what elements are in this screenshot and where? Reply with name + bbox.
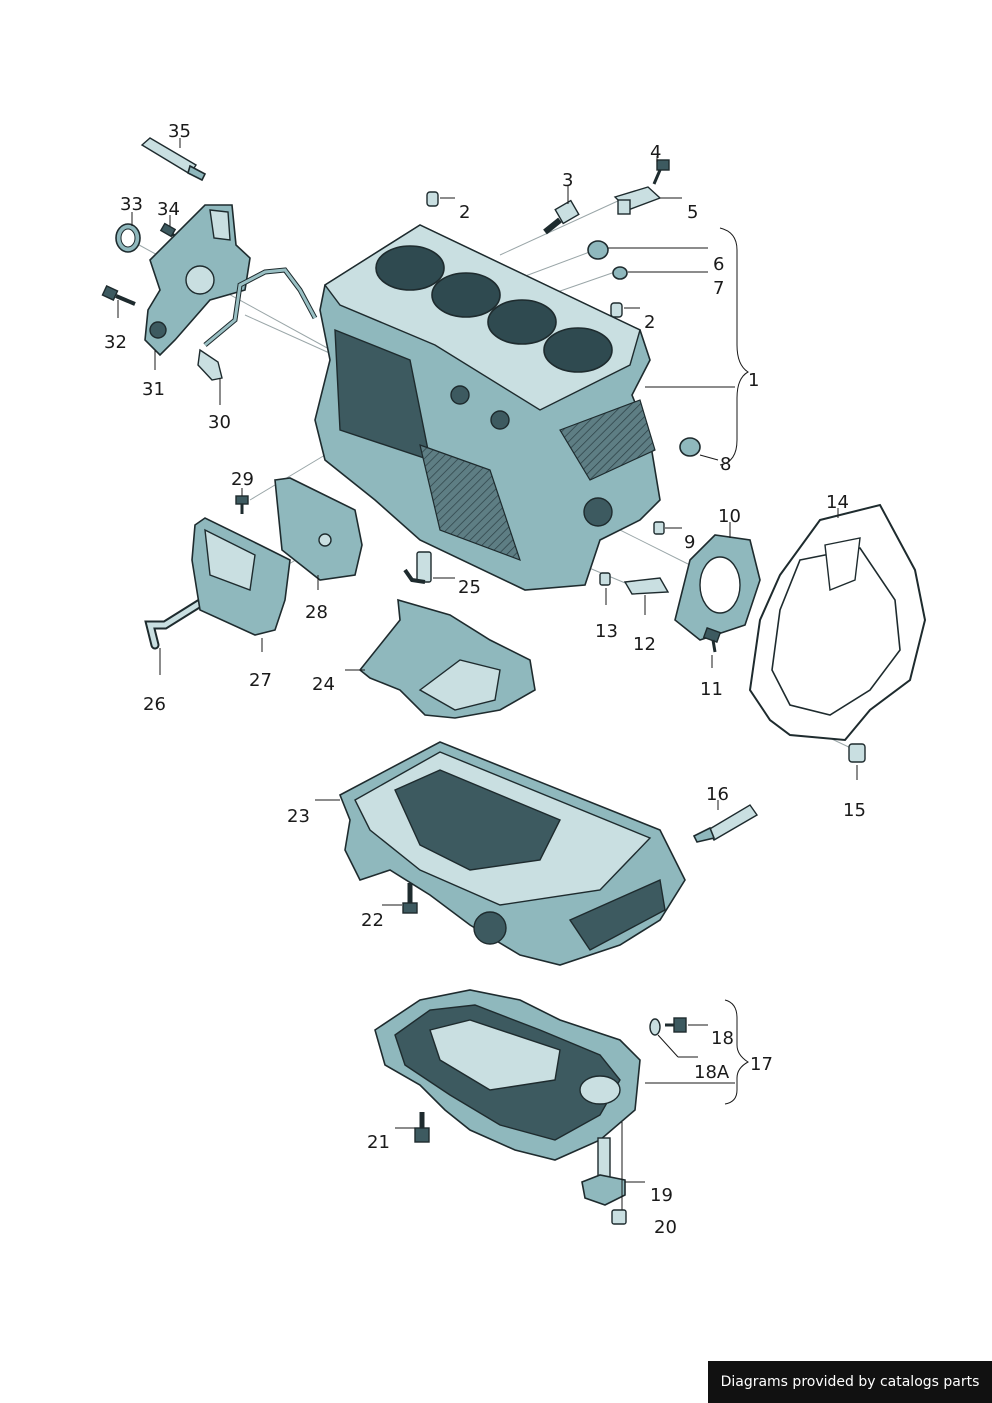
sealant-tube-16[interactable] bbox=[692, 804, 759, 843]
drain-plug-18[interactable] bbox=[665, 1017, 687, 1033]
label-23: 23 bbox=[287, 806, 310, 827]
sleeve-15[interactable] bbox=[848, 743, 866, 763]
lower-oil-pan-17[interactable] bbox=[374, 989, 641, 1161]
label-19: 19 bbox=[650, 1185, 673, 1206]
label-22: 22 bbox=[361, 910, 384, 931]
pin-13[interactable] bbox=[599, 572, 611, 586]
label-4: 4 bbox=[650, 142, 661, 163]
sensor-12[interactable] bbox=[623, 577, 670, 595]
nut-20[interactable] bbox=[611, 1209, 627, 1225]
seal-ring-18a[interactable] bbox=[649, 1018, 661, 1036]
label-3: 3 bbox=[562, 170, 573, 191]
seal-ring-33[interactable] bbox=[115, 223, 141, 253]
oil-spray-jet-25[interactable] bbox=[403, 551, 432, 584]
label-7: 7 bbox=[713, 278, 724, 299]
timing-cover-31[interactable] bbox=[144, 204, 251, 357]
gasket-30[interactable] bbox=[197, 267, 318, 381]
label-27: 27 bbox=[249, 670, 272, 691]
label-18a: 18A bbox=[694, 1062, 730, 1083]
upper-oil-pan-23[interactable] bbox=[338, 741, 686, 966]
label-2-mid: 2 bbox=[644, 312, 655, 333]
label-1: 1 bbox=[748, 370, 759, 391]
oil-level-sensor-19[interactable] bbox=[581, 1137, 626, 1206]
bolt-21[interactable] bbox=[414, 1112, 430, 1143]
leader-lines bbox=[117, 138, 858, 1210]
label-17: 17 bbox=[750, 1054, 773, 1075]
cylinder-block-1[interactable] bbox=[314, 224, 661, 591]
bolt-29[interactable] bbox=[235, 495, 249, 514]
label-9: 9 bbox=[684, 532, 695, 553]
credit-banner: Diagrams provided by catalogs parts bbox=[708, 1361, 992, 1403]
label-13: 13 bbox=[595, 621, 618, 642]
label-5: 5 bbox=[687, 202, 698, 223]
label-28: 28 bbox=[305, 602, 328, 623]
label-26: 26 bbox=[143, 694, 166, 715]
label-25: 25 bbox=[458, 577, 481, 598]
intermediate-plate-14[interactable] bbox=[748, 503, 927, 742]
breather-pipe-26[interactable] bbox=[144, 595, 210, 650]
bolt-4[interactable] bbox=[652, 159, 670, 185]
label-32: 32 bbox=[104, 332, 127, 353]
cover-28[interactable] bbox=[274, 477, 363, 581]
sealing-plug-8[interactable] bbox=[679, 437, 701, 457]
label-10: 10 bbox=[718, 506, 741, 527]
sleeve-9[interactable] bbox=[653, 521, 665, 535]
label-35: 35 bbox=[168, 121, 191, 142]
bolt-22[interactable] bbox=[402, 883, 418, 914]
label-20: 20 bbox=[654, 1217, 677, 1238]
label-6: 6 bbox=[713, 254, 724, 275]
oil-separator-27[interactable] bbox=[191, 517, 291, 636]
label-8: 8 bbox=[720, 454, 731, 475]
label-31: 31 bbox=[142, 379, 165, 400]
label-21: 21 bbox=[367, 1132, 390, 1153]
bolt-11[interactable] bbox=[702, 627, 722, 653]
label-2-top: 2 bbox=[459, 202, 470, 223]
label-24: 24 bbox=[312, 674, 335, 695]
label-16: 16 bbox=[706, 784, 729, 805]
label-11: 11 bbox=[700, 679, 723, 700]
baffle-plate-24[interactable] bbox=[358, 598, 536, 719]
sealing-plug-7[interactable] bbox=[612, 266, 628, 280]
label-30: 30 bbox=[208, 412, 231, 433]
sealant-tube-35[interactable] bbox=[140, 137, 207, 182]
oil-plug-3[interactable] bbox=[543, 199, 580, 235]
part-labels: 35 33 34 32 31 30 2 3 4 5 6 7 2 1 8 9 10… bbox=[104, 121, 866, 1238]
bolt-32[interactable] bbox=[101, 285, 136, 306]
label-33: 33 bbox=[120, 194, 143, 215]
label-15: 15 bbox=[843, 800, 866, 821]
sealing-plug-6[interactable] bbox=[587, 240, 609, 260]
label-14: 14 bbox=[826, 492, 849, 513]
sensor-5[interactable] bbox=[613, 186, 662, 215]
dowel-sleeve-2[interactable] bbox=[426, 191, 623, 318]
label-12: 12 bbox=[633, 634, 656, 655]
label-29: 29 bbox=[231, 469, 254, 490]
label-18: 18 bbox=[711, 1028, 734, 1049]
seal-flange-10[interactable] bbox=[674, 534, 761, 641]
label-34: 34 bbox=[157, 199, 180, 220]
